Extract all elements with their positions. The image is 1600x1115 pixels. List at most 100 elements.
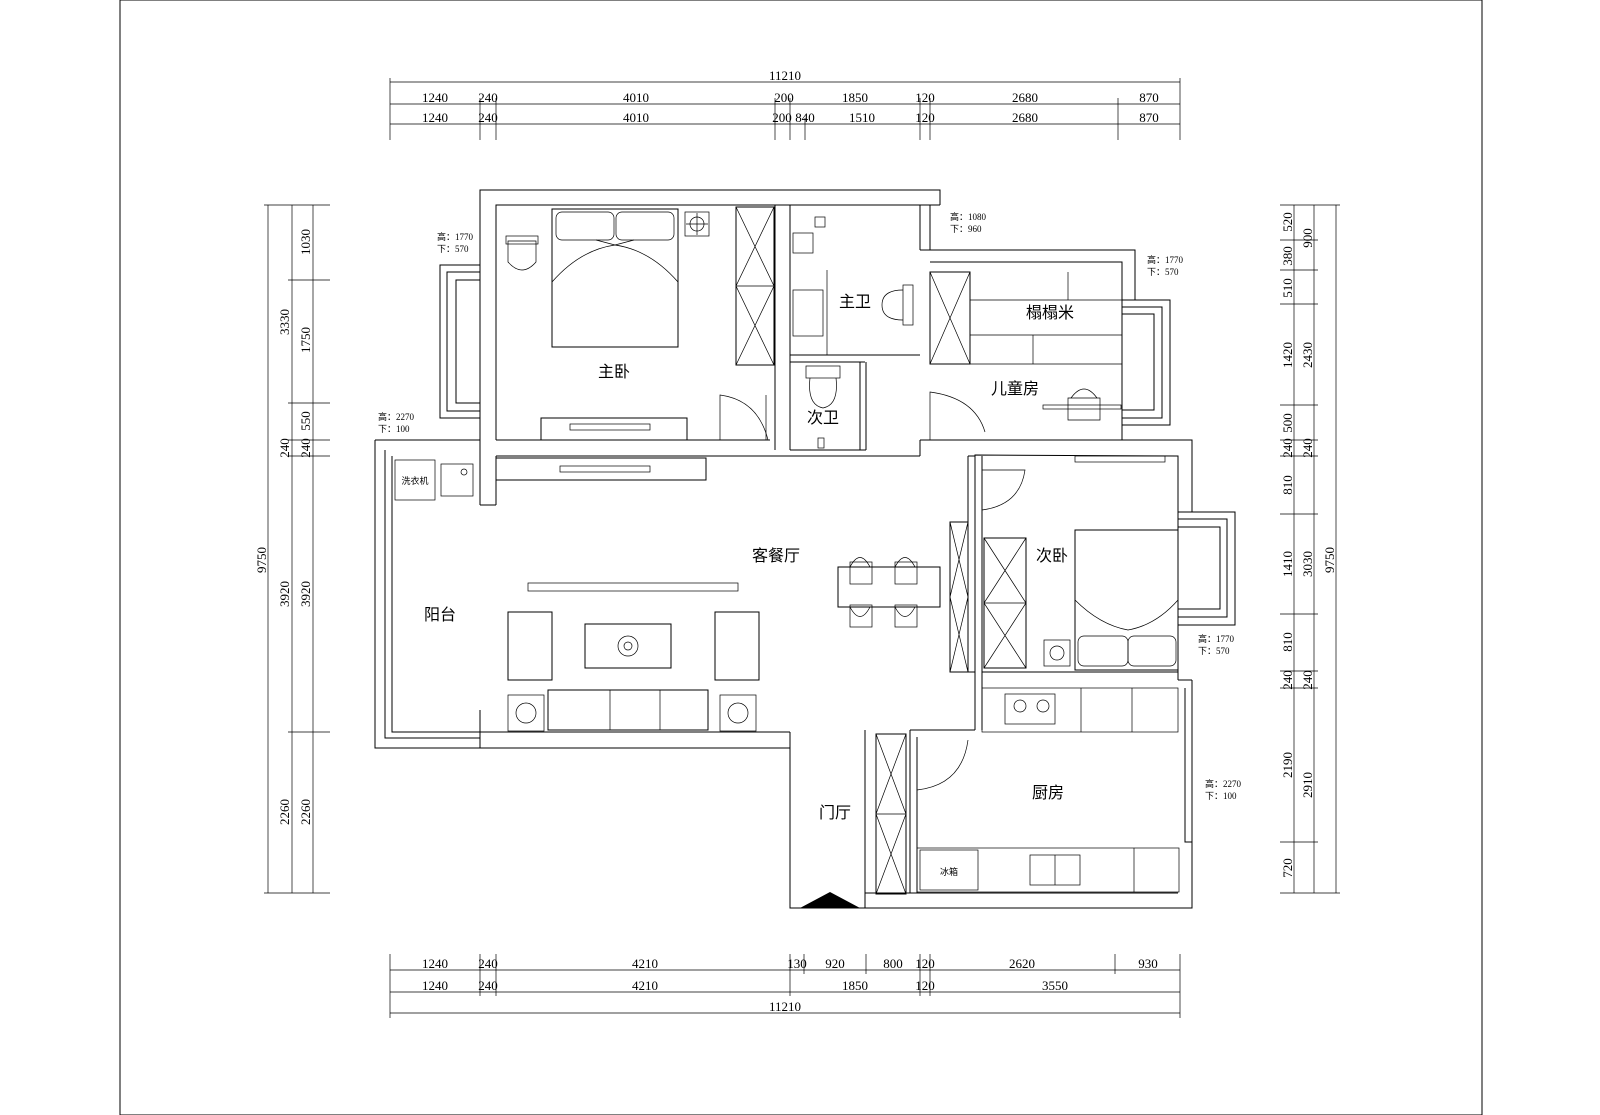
second-lamp-icon [1043,639,1071,667]
svg-text:240: 240 [298,438,313,458]
svg-text:下：100: 下：100 [378,424,410,434]
svg-text:810: 810 [1280,632,1295,652]
master-bath-fixtures [792,216,914,355]
svg-text:1030: 1030 [298,229,313,255]
window-note-master-bath: 高：1080 下：960 [950,211,987,234]
svg-text:3920: 3920 [277,581,292,607]
svg-text:240: 240 [1280,438,1295,458]
dining-table [837,557,941,628]
svg-text:720: 720 [1280,858,1295,878]
svg-text:2190: 2190 [1280,752,1295,778]
svg-text:3330: 3330 [277,309,292,335]
svg-text:3030: 3030 [1300,551,1315,577]
svg-text:120: 120 [915,978,935,993]
right-dimensions: 520 900 380 510 1420 2430 500 240 240 81… [1280,204,1340,894]
window-note-second-bedroom: 高：1770 下：570 [1198,633,1235,656]
second-door [981,469,1026,511]
svg-text:2620: 2620 [1009,956,1035,971]
bottom-total-dim: 11210 [769,999,801,1014]
svg-text:2430: 2430 [1300,342,1315,368]
window-note-kids-room: 高：1770 下：570 [1147,254,1184,277]
svg-text:4010: 4010 [623,90,649,105]
lamp-icon [684,211,710,237]
svg-text:1850: 1850 [842,978,868,993]
svg-text:120: 120 [915,90,935,105]
svg-text:240: 240 [478,956,498,971]
svg-text:800: 800 [883,956,903,971]
tatami-furniture [929,271,1122,410]
room-label-master-bedroom: 主卧 [598,362,630,381]
chair-icon [505,235,539,271]
svg-text:1240: 1240 [422,90,448,105]
master-bed [551,208,679,348]
sheet-border [119,0,1483,1115]
svg-text:900: 900 [1300,228,1315,248]
second-bed [1074,529,1179,671]
window-note-balcony: 高：2270 下：100 [378,411,415,434]
svg-text:下：570: 下：570 [437,244,469,254]
svg-text:1410: 1410 [1280,551,1295,577]
svg-text:500: 500 [1280,413,1295,433]
svg-text:2680: 2680 [1012,110,1038,125]
svg-text:200: 200 [774,90,794,105]
svg-text:1240: 1240 [422,110,448,125]
window-note-kitchen: 高：2270 下：100 [1205,778,1242,801]
svg-text:240: 240 [478,978,498,993]
svg-text:240: 240 [1300,438,1315,458]
top-total-dim: 11210 [769,68,801,83]
svg-text:3920: 3920 [298,581,313,607]
svg-text:240: 240 [478,110,498,125]
right-total-dim: 9750 [1322,547,1337,573]
svg-text:冰箱: 冰箱 [940,866,958,877]
svg-text:2260: 2260 [277,799,292,825]
kitchen-door [916,739,969,791]
window-note-master-bedroom: 高：1770 下：570 [437,231,474,254]
top-dimensions: 11210 1240 240 4010 200 1850 120 2680 87… [389,68,1181,140]
kitchen-fixtures: 冰箱 [916,687,1180,893]
kids-chair-icon [1067,388,1101,421]
room-label-second-bath: 次卫 [807,408,839,427]
svg-text:2260: 2260 [298,799,313,825]
master-door [719,394,769,441]
svg-text:1510: 1510 [849,110,875,125]
svg-text:1240: 1240 [422,956,448,971]
svg-text:1750: 1750 [298,327,313,353]
svg-text:130: 130 [787,956,807,971]
left-dimensions: 9750 3330 240 3920 2260 1030 1750 550 24… [254,204,330,894]
svg-text:120: 120 [915,956,935,971]
svg-text:高：1770: 高：1770 [1147,254,1184,265]
bottom-dimensions: 1240 240 4210 130 920 800 120 2620 930 1… [389,954,1181,1018]
svg-text:520: 520 [1280,212,1295,232]
left-total-dim: 9750 [254,547,269,573]
svg-text:870: 870 [1139,90,1159,105]
tv-console [540,417,688,441]
svg-text:240: 240 [1280,670,1295,690]
room-label-master-bath: 主卫 [839,292,871,311]
svg-text:4010: 4010 [623,110,649,125]
svg-text:下：960: 下：960 [950,224,982,234]
svg-text:120: 120 [915,110,935,125]
room-label-balcony: 阳台 [424,605,456,624]
kids-door [929,391,986,440]
second-curtain [1074,455,1166,463]
toilet-icon [805,365,841,449]
svg-text:920: 920 [825,956,845,971]
svg-text:240: 240 [277,438,292,458]
walls [374,189,1236,909]
svg-text:高：1770: 高：1770 [1198,633,1235,644]
svg-text:高：1770: 高：1770 [437,231,474,242]
svg-text:240: 240 [1300,670,1315,690]
svg-text:下：100: 下：100 [1205,791,1237,801]
svg-text:洗衣机: 洗衣机 [401,475,428,486]
svg-text:200: 200 [772,110,792,125]
svg-text:1240: 1240 [422,978,448,993]
washer: 洗衣机 [394,459,474,501]
svg-text:3550: 3550 [1042,978,1068,993]
svg-text:4210: 4210 [632,978,658,993]
room-label-living-dining: 客餐厅 [752,546,800,565]
room-label-tatami: 榻榻米 [1026,303,1074,322]
svg-text:2680: 2680 [1012,90,1038,105]
svg-text:1850: 1850 [842,90,868,105]
svg-text:930: 930 [1138,956,1158,971]
